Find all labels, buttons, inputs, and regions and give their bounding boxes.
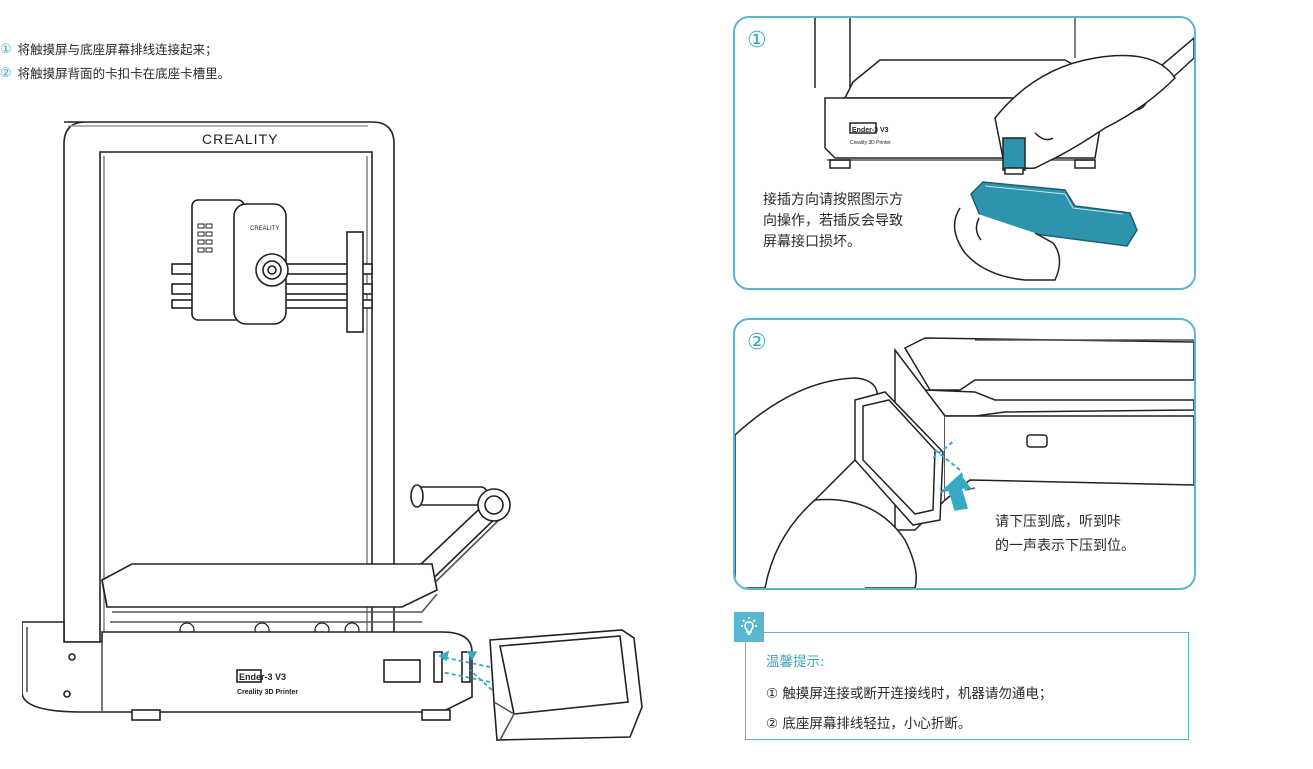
step-2-number: ②: [0, 66, 12, 81]
svg-text:Ender-3 V3: Ender-3 V3: [852, 127, 889, 134]
base-model-label: Ender-3 V3: [239, 672, 286, 682]
svg-text:CREALITY: CREALITY: [250, 226, 279, 232]
panel-2-note-line-1: 请下压到底，听到咔: [995, 514, 1121, 530]
tip-line-2: ② 底座屏幕排线轻拉，小心折断。: [766, 716, 972, 732]
panel-1-note-line-1: 接插方向请按照图示方: [763, 192, 903, 208]
frame-brand-label: CREALITY: [202, 131, 278, 147]
lightbulb-icon: [734, 612, 764, 642]
printer-illustration: CREALITY CREALITY: [21, 112, 662, 742]
detail-panel-1: Ender-3 V3 Creality 3D Printer ① 接插方向请按照…: [733, 16, 1196, 290]
tip-line-1: ① 触摸屏连接或断开连接线时，机器请勿通电；: [766, 686, 1053, 702]
step-2-text: 将触摸屏背面的卡扣卡在底座卡槽里。: [17, 66, 231, 81]
panel-1-note: 接插方向请按照图示方 向操作，若插反会导致 屏幕接口损坏。: [763, 190, 939, 253]
panel-1-note-line-2: 向操作，若插反会导致: [763, 213, 903, 229]
base-model-sublabel: Creality 3D Printer: [237, 689, 298, 696]
step-1-text: 将触摸屏与底座屏幕排线连接起来；: [17, 42, 218, 57]
panel-2-note-line-2: 的一声表示下压到位。: [995, 538, 1135, 554]
tip-title: 温馨提示:: [766, 654, 825, 670]
panel-2-note: 请下压到底，听到咔 的一声表示下压到位。: [995, 510, 1165, 558]
svg-text:Creality 3D Printer: Creality 3D Printer: [850, 140, 891, 146]
step-1-number: ①: [0, 42, 12, 57]
panel-2-number: ②: [747, 330, 767, 355]
tip-box: 温馨提示: ① 触摸屏连接或断开连接线时，机器请勿通电； ② 底座屏幕排线轻拉，…: [745, 632, 1189, 740]
detail-panel-2: ② 请下压到底，听到咔 的一声表示下压到位。: [733, 318, 1196, 590]
step-2: ② 将触摸屏背面的卡扣卡在底座卡槽里。: [0, 62, 230, 86]
step-1: ① 将触摸屏与底座屏幕排线连接起来；: [0, 38, 230, 62]
panel-1-note-line-3: 屏幕接口损坏。: [763, 234, 861, 250]
instruction-steps: ① 将触摸屏与底座屏幕排线连接起来； ② 将触摸屏背面的卡扣卡在底座卡槽里。: [0, 38, 230, 86]
panel-1-number: ①: [747, 28, 767, 53]
